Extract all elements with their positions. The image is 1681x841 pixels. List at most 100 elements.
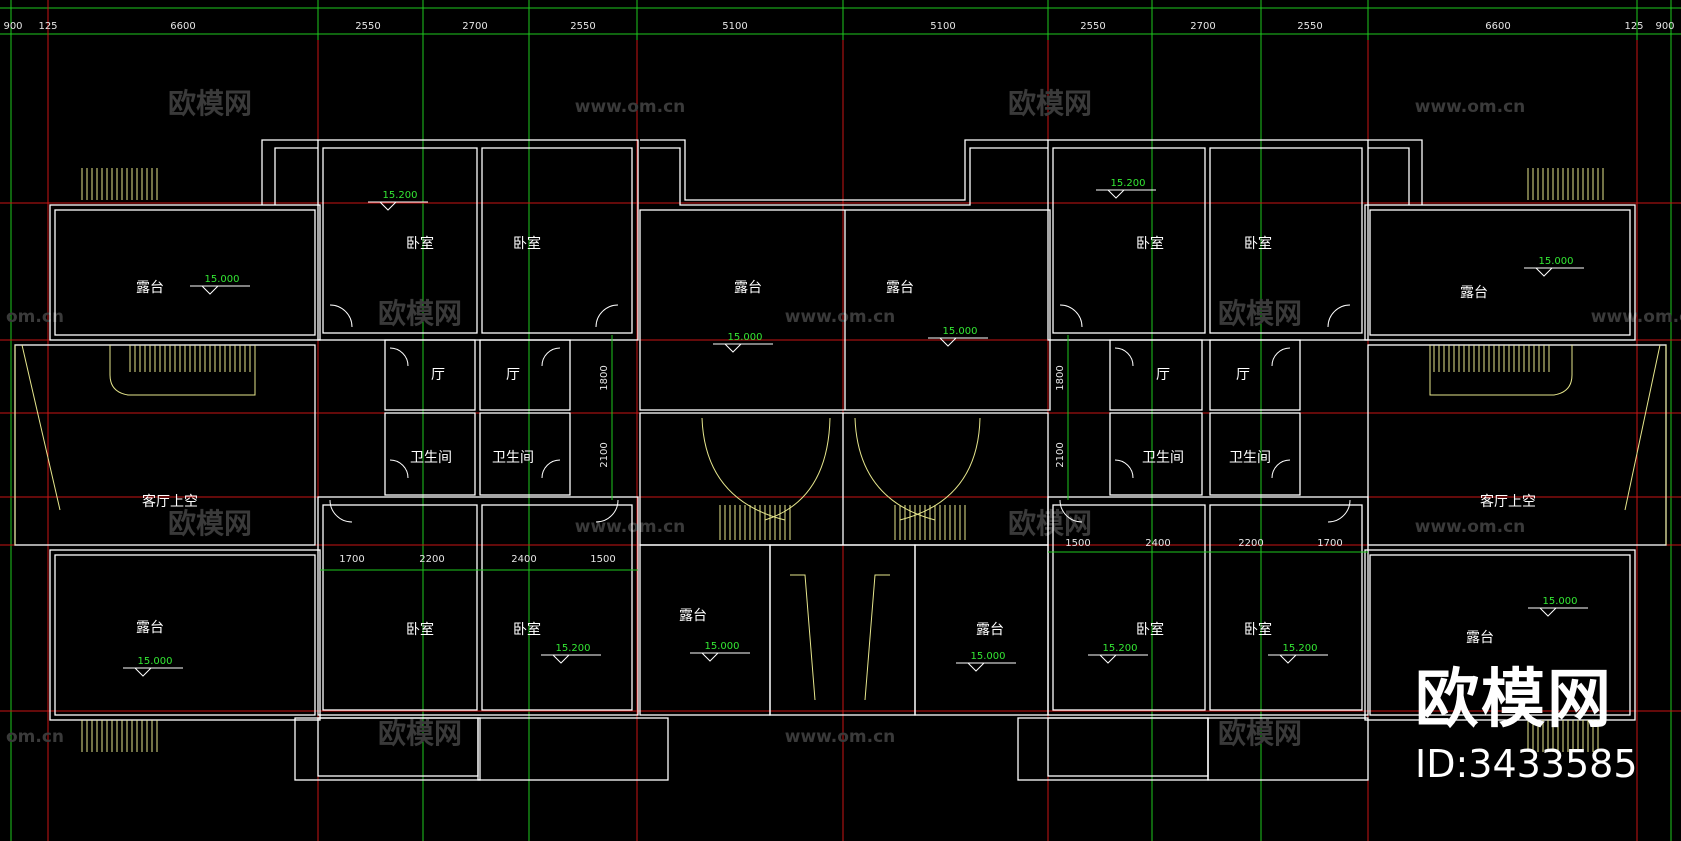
elevation-marker: 15.000 <box>1528 596 1588 617</box>
elevation-marker: 15.000 <box>690 641 750 662</box>
room-label: 卧室 <box>406 235 434 252</box>
inner-dimension-label: 2200 <box>1238 538 1263 549</box>
elevation-label: 15.000 <box>1539 256 1574 267</box>
elevation-label: 15.200 <box>1283 643 1318 654</box>
elevation-triangle-icon <box>939 337 957 347</box>
elevation-triangle-icon <box>134 667 152 677</box>
walls <box>14 139 1667 781</box>
room-label: 卫生间 <box>1142 450 1184 466</box>
stairs <box>14 344 1667 701</box>
inner-dimension-label: 2400 <box>1145 538 1170 549</box>
room-label: 卧室 <box>513 621 541 638</box>
room-label: 卫生间 <box>1229 450 1271 466</box>
elevation-markers: 15.200 15.000 15.000 15.000 15.200 15.000 15.0… <box>123 178 1588 677</box>
top-dimension-label: 2700 <box>462 21 487 32</box>
room-label: 卧室 <box>406 621 434 638</box>
elevation-label: 15.000 <box>943 326 978 337</box>
elevation-triangle-icon <box>1099 654 1117 664</box>
room-label: 厅 <box>506 367 520 383</box>
room-label: 露台 <box>1460 285 1488 301</box>
vertical-dimension-label: 1800 <box>1055 365 1066 390</box>
elevation-label: 15.000 <box>1543 596 1578 607</box>
room-label: 露台 <box>976 622 1004 638</box>
room-label: 露台 <box>886 280 914 296</box>
watermark-text: 欧模网 <box>1218 297 1302 330</box>
watermark-text: 欧模网 <box>1218 717 1302 750</box>
room-label: 客厅上空 <box>142 493 198 510</box>
room-label: 卫生间 <box>410 450 452 466</box>
room-label: 卧室 <box>1136 621 1164 638</box>
room-label: 露台 <box>136 280 164 296</box>
watermark-text: 欧模网 <box>168 507 252 540</box>
top-dimension-label: 6600 <box>170 21 195 32</box>
elevation-label: 15.200 <box>383 190 418 201</box>
elevation-marker: 15.200 <box>541 643 601 664</box>
watermark-text: 欧模网 <box>378 717 462 750</box>
room-label: 卫生间 <box>492 450 534 466</box>
watermark-text: www.om.cn <box>1415 97 1526 117</box>
elevation-triangle-icon <box>1279 654 1297 664</box>
top-dimension-label: 2550 <box>1297 21 1322 32</box>
watermark-text: www.om.cn <box>575 97 686 117</box>
room-label: 露台 <box>1466 630 1494 646</box>
top-dimension-label: 900 <box>3 21 22 32</box>
inner-dimension-label: 1500 <box>1065 538 1090 549</box>
elevation-marker: 15.000 <box>956 651 1016 672</box>
elevation-triangle-icon <box>1535 267 1553 277</box>
inner-dimension-label: 2200 <box>419 554 444 565</box>
inner-dimension-label: 1700 <box>339 554 364 565</box>
elevation-triangle-icon <box>1107 189 1125 199</box>
elevation-triangle-icon <box>1539 607 1557 617</box>
top-dimension-label: 6600 <box>1485 21 1510 32</box>
vertical-dimension-label: 1800 <box>599 365 610 390</box>
room-labels: 露台卧室卧室露台露台卧室卧室露台厅厅厅厅卫生间卫生间卫生间卫生间客厅上空客厅上空… <box>136 235 1536 646</box>
elevation-triangle-icon <box>724 343 742 353</box>
inner-dimension-label: 1500 <box>590 554 615 565</box>
elevation-label: 15.000 <box>705 641 740 652</box>
inner-dimension-label: 1700 <box>1317 538 1342 549</box>
top-dimension-label: 5100 <box>930 21 955 32</box>
elevation-label: 15.000 <box>971 651 1006 662</box>
elevation-marker: 15.200 <box>1096 178 1156 199</box>
vertical-dimension-label: 2100 <box>1055 442 1066 467</box>
top-dimension-label: 2700 <box>1190 21 1215 32</box>
watermark-text: www.om.cn <box>785 727 896 747</box>
elevation-label: 15.200 <box>1111 178 1146 189</box>
room-label: 卧室 <box>513 235 541 252</box>
elevation-label: 15.200 <box>556 643 591 654</box>
top-dimension-label: 125 <box>38 21 57 32</box>
elevation-marker: 15.000 <box>123 656 183 677</box>
watermark-text: 欧模网 <box>1008 87 1092 120</box>
watermark-text: om.cn <box>6 727 64 747</box>
elevation-marker: 15.000 <box>928 326 988 347</box>
room-label: 厅 <box>1236 367 1250 383</box>
room-label: 卧室 <box>1136 235 1164 252</box>
vertical-dimension-label: 2100 <box>599 442 610 467</box>
model-id-label: ID:3433585 <box>1415 742 1638 786</box>
vertical-dimension-labels: 1800 2100 1800 2100 <box>599 335 1069 500</box>
room-label: 卧室 <box>1244 621 1272 638</box>
elevation-triangle-icon <box>552 654 570 664</box>
brand-logo: 欧模网 <box>1415 663 1613 737</box>
elevation-triangle-icon <box>379 201 397 211</box>
elevation-marker: 15.000 <box>713 332 773 353</box>
elevation-label: 15.000 <box>728 332 763 343</box>
watermark-text: www.om.c <box>1591 307 1681 327</box>
elevation-label: 15.200 <box>1103 643 1138 654</box>
elevation-triangle-icon <box>201 285 219 295</box>
room-label: 厅 <box>431 367 445 383</box>
elevation-marker: 15.200 <box>368 190 428 211</box>
watermark-text: 欧模网 <box>1008 507 1092 540</box>
watermark-text: www.om.cn <box>575 517 686 537</box>
top-dimension-label: 125 <box>1624 21 1643 32</box>
elevation-label: 15.000 <box>138 656 173 667</box>
elevation-marker: 15.000 <box>1524 256 1584 277</box>
watermark-text: 欧模网 <box>168 87 252 120</box>
top-dimension-label: 5100 <box>722 21 747 32</box>
room-label: 客厅上空 <box>1480 493 1536 510</box>
top-dimension-label: 2550 <box>1080 21 1105 32</box>
stair-treads <box>81 168 1604 752</box>
